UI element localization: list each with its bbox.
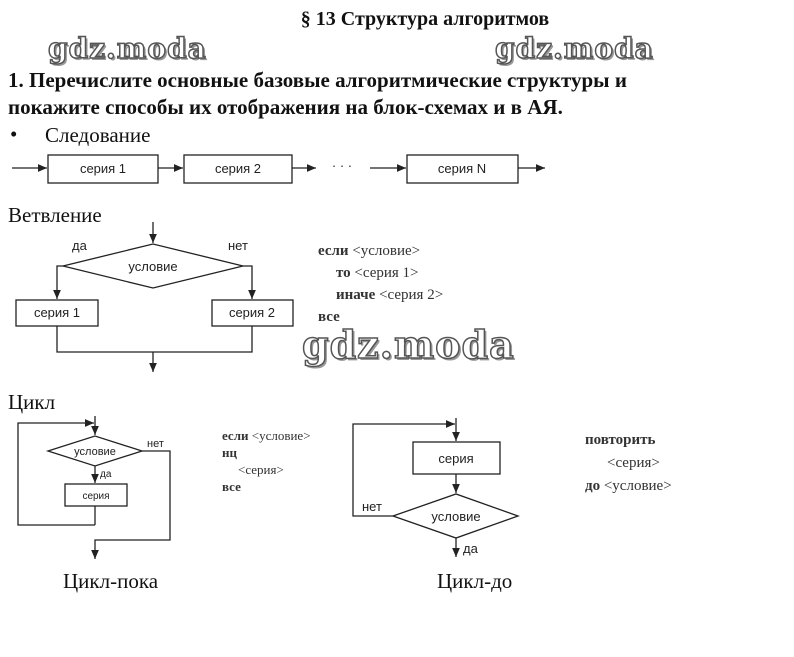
while-loop-diagram: условие нет да серия если <условие> нц <…	[17, 416, 311, 559]
series-label: серия 1	[80, 161, 126, 176]
sequence-diagram: серия 1 серия 2 · · · серия N	[12, 154, 545, 184]
code-line: <серия>	[238, 462, 284, 477]
series-box	[64, 483, 128, 507]
code-line: если <условие>	[222, 428, 311, 443]
heading-branch: Ветвление	[8, 203, 102, 227]
yes-label: да	[100, 469, 112, 480]
condition-label: условие	[128, 259, 177, 274]
code-line: повторить	[585, 432, 656, 448]
no-label: нет	[228, 238, 248, 253]
series-box	[406, 154, 519, 184]
code-line: если <условие>	[318, 243, 420, 259]
code-line: <серия>	[607, 455, 660, 471]
caption-while-loop: Цикл-пока	[63, 569, 159, 593]
until-loop-diagram: серия условие нет да повторить <серия> д…	[352, 418, 672, 557]
watermark: gdz.moda	[47, 31, 207, 66]
watermark: gdz.moda	[494, 31, 654, 66]
bullet: •	[10, 122, 18, 146]
code-line: иначе <серия 2>	[336, 287, 443, 303]
code-line: до <условие>	[585, 478, 672, 494]
caption-until-loop: Цикл-до	[437, 569, 513, 593]
heading-sequence: Следование	[45, 123, 151, 147]
ellipsis: · · ·	[332, 158, 352, 173]
condition-diamond	[391, 493, 520, 539]
series-box	[15, 299, 99, 327]
question-line-1: 1. Перечислите основные базовые алгоритм…	[8, 68, 627, 92]
series-label: серия	[438, 451, 473, 466]
series-box	[47, 154, 159, 184]
watermark: gdz.moda	[301, 321, 515, 368]
branch-diagram: условие да нет серия 1 серия 2 если <усл…	[15, 222, 443, 372]
series-box	[412, 441, 501, 475]
code-line: все	[318, 309, 340, 325]
series-label: серия 2	[229, 305, 275, 320]
yes-label: да	[72, 238, 88, 253]
yes-label: да	[463, 541, 479, 556]
no-label: нет	[147, 438, 164, 450]
condition-label: условие	[74, 446, 116, 458]
code-line: то <серия 1>	[336, 265, 419, 281]
heading-loop: Цикл	[8, 390, 56, 414]
series-label: серия N	[438, 161, 486, 176]
series-box	[183, 154, 293, 184]
series-label: серия 1	[34, 305, 80, 320]
code-line: все	[222, 479, 241, 494]
series-label: серия	[82, 491, 109, 502]
no-label: нет	[362, 499, 382, 514]
question-line-2: покажите способы их отображения на блок-…	[8, 95, 563, 119]
code-line: нц	[222, 445, 237, 460]
series-label: серия 2	[215, 161, 261, 176]
condition-label: условие	[431, 509, 480, 524]
page-title: § 13 Структура алгоритмов	[300, 8, 550, 30]
